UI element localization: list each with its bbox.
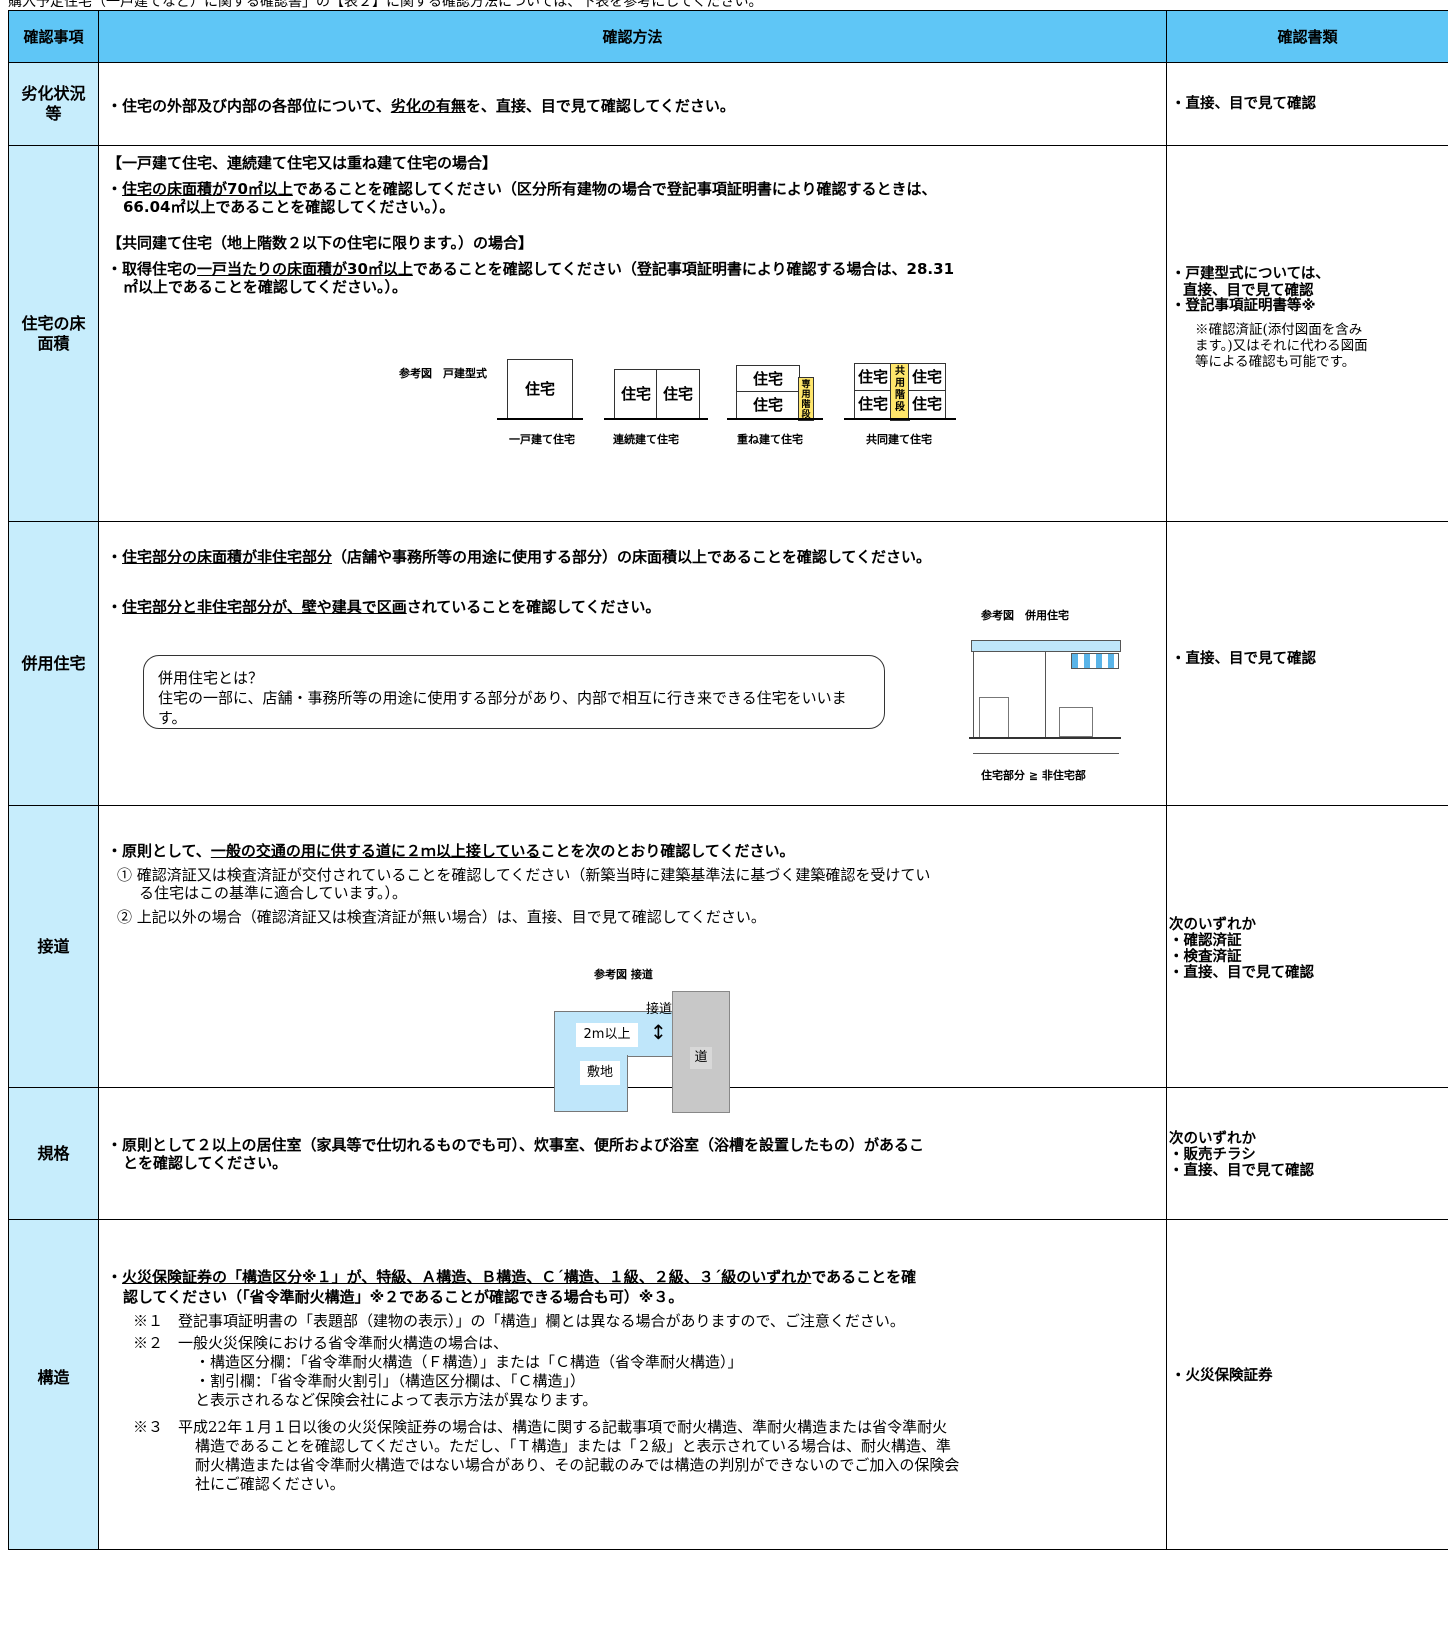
row-docs: ・戸建型式については、 直接、目で見て確認 ・登記事項証明書等※ ※確認済証(添… (1166, 145, 1448, 522)
table-row: 接道 ・原則として、一般の交通の用に供する道に２ｍ以上接していることを次のとおり… (8, 805, 1448, 1113)
row-docs: 次のいずれか ・販売チラシ ・直接、目で見て確認 (1166, 1087, 1448, 1220)
row-docs: ・火災保険証券 (1166, 1219, 1448, 1550)
table-row: 規格 ・原則として２以上の居住室（家具等で仕切れるものでも可）、炊事室、便所およ… (8, 1087, 1448, 1220)
confirmation-table: 確認事項 確認方法 確認書類 劣化状況等 ・住宅の外部及び内部の各部位について、… (8, 10, 1448, 1550)
double-arrow-icon: ↕ (650, 1020, 667, 1044)
row-item: 接道 (8, 805, 99, 1088)
row-docs: ・直接、目で見て確認 (1166, 62, 1448, 146)
intro-text: 購入予定住宅（一戸建てなど）に関する確認書」の【表２】に関する確認方法については… (8, 0, 763, 10)
dwelling-type-figure: 参考図 戸建型式 住宅 住宅 住宅 住宅 住宅 専用階段 住宅 住宅 共用階段 … (399, 351, 979, 461)
table-row: 構造 ・火災保険証券の「構造区分※１」が、特級、Ａ構造、Ｂ構造、Ｃ´構造、１級、… (8, 1219, 1448, 1550)
header-method: 確認方法 (98, 10, 1167, 63)
row-docs: 次のいずれか ・確認済証 ・検査済証 ・直接、目で見て確認 (1166, 805, 1448, 1088)
shared-stair: 共用階段 (890, 363, 910, 421)
header-docs: 確認書類 (1166, 10, 1448, 63)
row-method: ・住宅部分の床面積が非住宅部分（店舗や事務所等の用途に使用する部分）の床面積以上… (98, 521, 1167, 806)
row-method: 【一戸建て住宅、連続建て住宅又は重ね建て住宅の場合】 ・住宅の床面積が70㎡以上… (98, 145, 1167, 522)
mixed-use-definition-box: 併用住宅とは？ 住宅の一部に、店舗・事務所等の用途に使用する部分があり、内部で相… (143, 655, 885, 729)
table-row: 住宅の床面積 【一戸建て住宅、連続建て住宅又は重ね建て住宅の場合】 ・住宅の床面… (8, 145, 1448, 522)
row-item: 住宅の床面積 (8, 145, 99, 522)
row-method: ・住宅の外部及び内部の各部位について、劣化の有無を、直接、目で見て確認してくださ… (98, 62, 1167, 146)
row-method: ・原則として２以上の居住室（家具等で仕切れるものでも可）、炊事室、便所および浴室… (98, 1087, 1167, 1220)
header-item: 確認事項 (8, 10, 99, 63)
road-access-figure: 参考図 接道 接道 2m以上 ↕ 敷地 道 (554, 961, 734, 1113)
table-row: 併用住宅 ・住宅部分の床面積が非住宅部分（店舗や事務所等の用途に使用する部分）の… (8, 521, 1448, 806)
row-item: 併用住宅 (8, 521, 99, 806)
row-method: ・火災保険証券の「構造区分※１」が、特級、Ａ構造、Ｂ構造、Ｃ´構造、１級、２級、… (98, 1219, 1167, 1550)
private-stair: 専用階段 (798, 377, 814, 421)
row-item: 規格 (8, 1087, 99, 1220)
table-row: 劣化状況等 ・住宅の外部及び内部の各部位について、劣化の有無を、直接、目で見て確… (8, 62, 1448, 146)
mixed-use-figure: 参考図 併用住宅 住宅部分 ≧ 非住宅部 (959, 607, 1129, 792)
row-item: 構造 (8, 1219, 99, 1550)
row-item: 劣化状況等 (8, 62, 99, 146)
row-method: ・原則として、一般の交通の用に供する道に２ｍ以上接していることを次のとおり確認し… (98, 805, 1167, 1113)
row-docs: ・直接、目で見て確認 (1166, 521, 1448, 806)
table-header-row: 確認事項 確認方法 確認書類 (8, 10, 1448, 63)
